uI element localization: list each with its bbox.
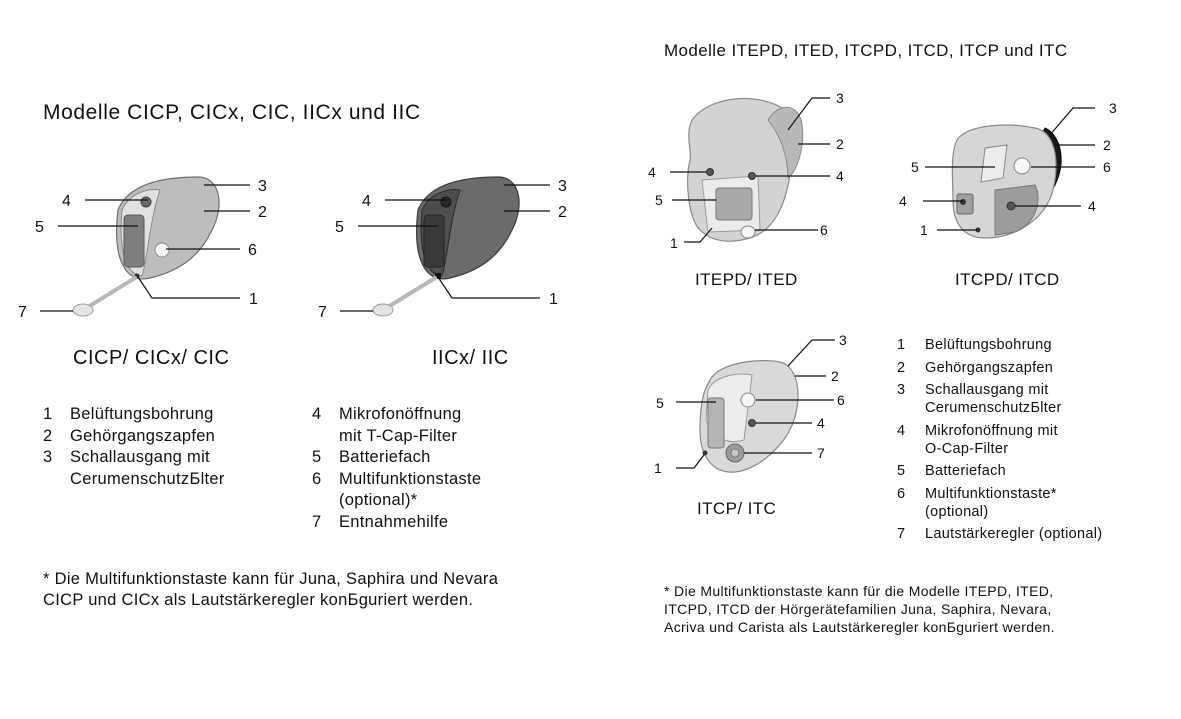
itcpd-device-body: [951, 124, 1062, 239]
callout-5: 5: [911, 159, 919, 175]
callout-3: 3: [258, 178, 267, 195]
itepd-device-body: [687, 97, 804, 242]
right-footnote: * Die Multifunktionstaste kann für die M…: [664, 583, 1055, 635]
callout-4: 4: [62, 193, 71, 210]
callout-5: 5: [656, 395, 664, 411]
caption-itcp-itc: ITCP/ ITC: [697, 499, 777, 518]
itcpd-hearing-aid-figure: 3 2 5 6 4 4 1: [899, 100, 1117, 239]
iic-hearing-aid-figure: 3 2 4 5 1 7: [318, 176, 567, 321]
callout-1: 1: [249, 291, 258, 308]
itcp-hearing-aid-figure: 3 2 5 6 4 7 1: [654, 332, 847, 476]
callout-4: 4: [362, 193, 371, 210]
left-heading: Modelle CICP, CICx, CIC, IICx und IIC: [43, 101, 421, 124]
callout-2: 2: [831, 368, 839, 384]
callout-6: 6: [837, 392, 845, 408]
caption-itcpd-itcd: ITCPD/ ITCD: [955, 270, 1060, 289]
caption-itepd-ited: ITEPD/ ITED: [695, 270, 798, 289]
callout-5: 5: [35, 219, 44, 236]
iic-device-body: [372, 176, 520, 317]
callout-6: 6: [248, 242, 257, 259]
callout-1: 1: [920, 222, 928, 238]
cic-device-body: [72, 176, 220, 317]
callout-2: 2: [258, 204, 267, 221]
caption-cicp-cicx-cic: CICP/ CICx/ CIC: [73, 347, 230, 369]
callout-4: 4: [817, 415, 825, 431]
callout-6: 6: [820, 222, 828, 238]
itepd-hearing-aid-figure: 3 2 4 4 5 6 1: [648, 90, 844, 251]
callout-4: 4: [836, 168, 844, 184]
callout-3: 3: [839, 332, 847, 348]
callout-6: 6: [1103, 159, 1111, 175]
caption-iicx-iic: IICx/ IIC: [432, 347, 509, 369]
itcp-device-body: [699, 360, 799, 473]
callout-1: 1: [670, 235, 678, 251]
callout-5: 5: [335, 219, 344, 236]
callout-2: 2: [1103, 137, 1111, 153]
callout-3: 3: [558, 178, 567, 195]
callout-4: 4: [648, 164, 656, 180]
cic-hearing-aid-figure: 3 2 4 5 6 1 7: [18, 176, 267, 321]
callout-3: 3: [1109, 100, 1117, 116]
callout-2: 2: [558, 204, 567, 221]
callout-2: 2: [836, 136, 844, 152]
callout-1: 1: [549, 291, 558, 308]
left-footnote: * Die Multifunktionstaste kann für Juna,…: [43, 570, 499, 609]
callout-7: 7: [18, 304, 27, 321]
callout-7: 7: [817, 445, 825, 461]
callout-4: 4: [1088, 198, 1096, 214]
callout-5: 5: [655, 192, 663, 208]
callout-4: 4: [899, 193, 907, 209]
callout-3: 3: [836, 90, 844, 106]
right-heading: Modelle ITEPD, ITED, ITCPD, ITCD, ITCP u…: [664, 41, 1068, 60]
callout-7: 7: [318, 304, 327, 321]
callout-1: 1: [654, 460, 662, 476]
